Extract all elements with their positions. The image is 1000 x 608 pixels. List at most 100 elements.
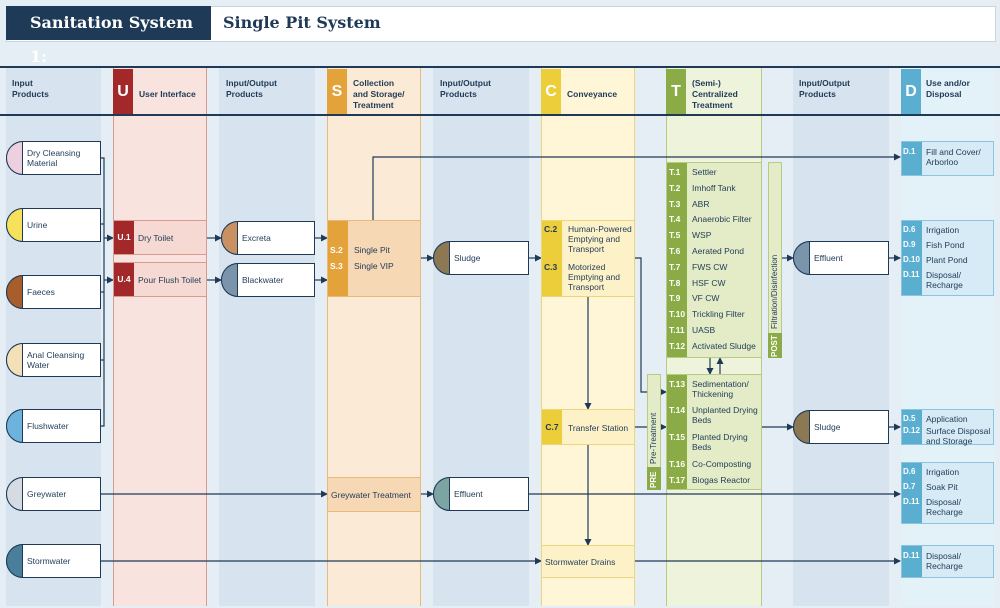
u4-box[interactable]: U.4 Pour Flush Toilet	[113, 262, 207, 297]
header-disposal: Use and/or Disposal	[926, 78, 970, 100]
disposal-code: D.6	[903, 467, 916, 476]
u1-code: U.1	[114, 221, 134, 254]
treatment-item: Activated Sludge	[692, 340, 756, 351]
disposal-item-line: Irrigation	[926, 225, 960, 235]
pre-tag: PRE	[649, 471, 658, 488]
treatment-code: T.16	[669, 459, 686, 469]
c7-label: Transfer Station	[568, 423, 629, 433]
input-product-line: Anal Cleansing	[27, 350, 85, 360]
treatment-item: Aerated Pond	[692, 246, 744, 256]
treatment-code: T.15	[669, 432, 686, 442]
greywater-treatment-box[interactable]: Greywater Treatment	[327, 477, 421, 512]
disposal-code: D.1	[903, 147, 916, 156]
stormwater-drains-box[interactable]: Stormwater Drains	[541, 545, 635, 578]
treatment-item: Biogas Reactor	[692, 475, 750, 485]
disposal-code: D.5	[903, 414, 916, 423]
treatment-code: T.17	[669, 475, 686, 485]
treatment-code: T.8	[669, 277, 681, 288]
product-pill[interactable]: Excreta	[221, 221, 315, 255]
treatment-item: WSP	[692, 230, 712, 241]
disposal-item: Irrigation	[926, 467, 959, 477]
treatment-code: T.5	[669, 230, 681, 241]
treatment-item: Settler	[692, 167, 717, 177]
header-io2: Input/Output Products	[440, 78, 491, 100]
column-io1	[219, 66, 315, 606]
header-letter-c: C	[541, 69, 561, 114]
product-label: Sludge	[454, 253, 481, 263]
disposal-code: D.7	[903, 482, 916, 491]
transfer-station-box[interactable]: C.7 Transfer Station	[541, 409, 635, 445]
header-line: and Storage/	[353, 89, 405, 99]
u1-box[interactable]: U.1 Dry Toilet	[113, 220, 207, 255]
disposal-item: Fish Pond	[926, 240, 964, 250]
post-label: Filtration/Disinfection	[770, 254, 779, 329]
input-product[interactable]: Flushwater	[6, 409, 101, 443]
arrow-conveyance-treatment	[635, 257, 667, 396]
input-product[interactable]: Urine	[6, 208, 101, 242]
treatment-item-line: Beds	[692, 442, 712, 452]
header-line: (Semi-)	[692, 78, 721, 88]
treatment-item: HSF CW	[692, 277, 726, 288]
input-product-lines: Flushwater	[27, 421, 69, 431]
treatment-item-line: Beds	[692, 415, 712, 425]
header-line: Products	[12, 89, 49, 99]
product-label-wrap: Sludge	[454, 242, 524, 274]
c2-code: C.2	[544, 224, 558, 234]
product-label: Sludge	[814, 422, 841, 432]
disposal-item-line: Disposal/	[926, 497, 961, 507]
treatment-item: Sedimentation/Thickening	[692, 379, 749, 399]
title-prefix: Sanitation System 1:	[6, 6, 211, 66]
pre-tag-band	[647, 467, 661, 490]
c2-line: Transport	[568, 244, 605, 254]
product-pill[interactable]: Sludge	[793, 410, 889, 444]
header-line: Input/Output	[226, 78, 277, 88]
header-line: Treatment	[353, 100, 394, 110]
header-line: Disposal	[926, 89, 962, 99]
input-product-label: Greywater	[27, 478, 96, 510]
disposal-item: Application	[926, 414, 968, 424]
c3-code: C.3	[544, 262, 558, 272]
treatment-code: T.3	[669, 198, 681, 209]
product-label: Excreta	[242, 233, 271, 243]
treatment-item: Anaerobic Filter	[692, 214, 752, 225]
product-pill[interactable]: Effluent	[793, 241, 889, 275]
disposal-item-line: Recharge	[926, 280, 963, 290]
treatment-code: T.7	[669, 261, 681, 272]
disposal-code: D.10	[903, 255, 920, 264]
pre-treatment-bar[interactable]: PRE Pre-Treatment	[647, 374, 661, 490]
product-label: Effluent	[454, 489, 483, 499]
product-pill[interactable]: Effluent	[433, 477, 529, 511]
disposal-item-line: Surface Disposal	[926, 426, 991, 436]
disposal-code: D.11	[903, 551, 920, 560]
input-product[interactable]: Greywater	[6, 477, 101, 511]
conveyance-box[interactable]: C.2 Human-Powered Emptying and Transport…	[541, 220, 635, 297]
treatment-item-line: Sedimentation/	[692, 379, 749, 389]
column-io2	[433, 66, 529, 606]
disposal-tag-band	[902, 221, 922, 295]
disposal-item-line: Application	[926, 414, 968, 424]
post-treatment-bar[interactable]: POST Filtration/Disinfection	[768, 162, 782, 358]
product-pill[interactable]: Sludge	[433, 241, 529, 275]
treatment-item-line: Co-Composting	[692, 459, 752, 469]
storage-box[interactable]: S.2 Single Pit S.3 Single VIP	[327, 220, 421, 297]
input-product[interactable]: Stormwater	[6, 544, 101, 578]
header-line: Products	[226, 89, 263, 99]
header-storage: Collection and Storage/ Treatment	[353, 78, 404, 111]
disposal-item-line: Disposal/	[926, 551, 961, 561]
treatment-item-line: Thickening	[692, 389, 734, 399]
product-pill[interactable]: Blackwater	[221, 263, 315, 297]
input-product[interactable]: Faeces	[6, 275, 101, 309]
